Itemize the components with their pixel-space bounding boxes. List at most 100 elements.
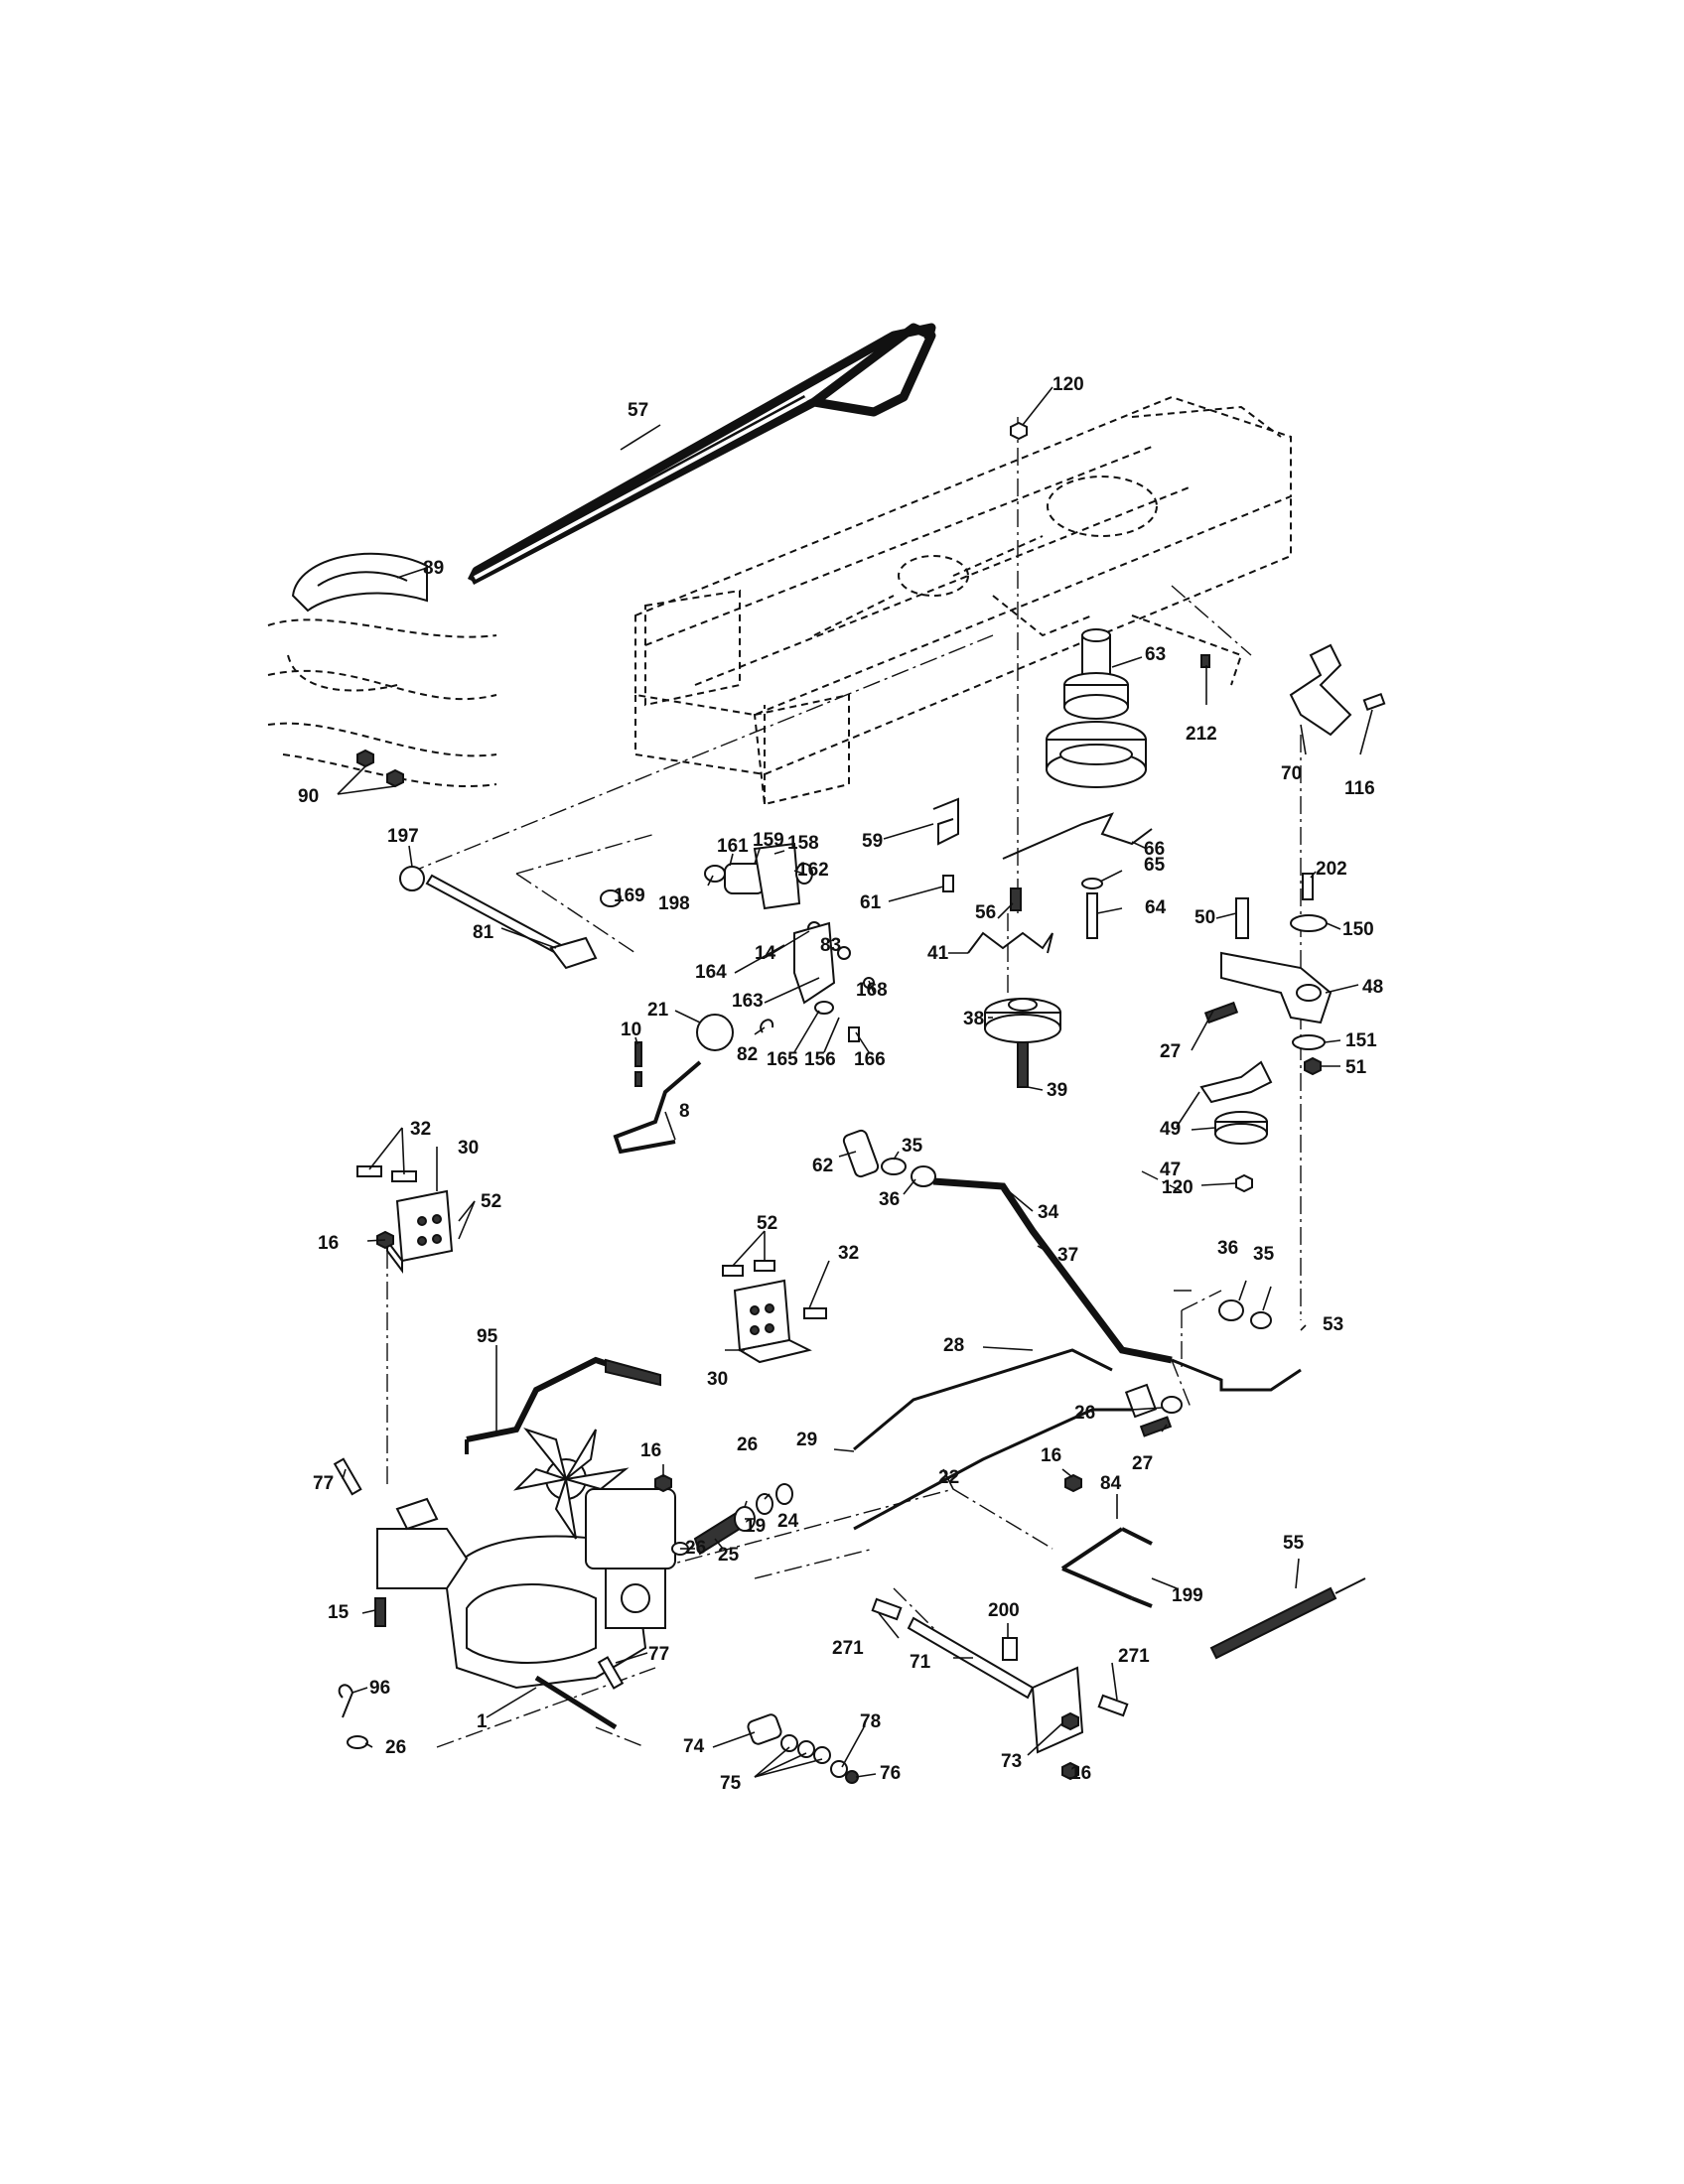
mounting-brackets xyxy=(356,1165,827,1364)
callout-26: 26 xyxy=(737,1434,758,1455)
callout-19: 19 xyxy=(745,1516,766,1537)
seat-pan xyxy=(291,552,428,613)
callout-116: 116 xyxy=(1344,778,1375,799)
callout-14: 14 xyxy=(755,943,776,964)
assembly-lines xyxy=(386,417,1302,1748)
callout-30: 30 xyxy=(458,1138,479,1159)
callout-64: 64 xyxy=(1145,897,1167,918)
callout-34: 34 xyxy=(1038,1202,1059,1223)
callout-16: 16 xyxy=(318,1233,339,1254)
callout-90: 90 xyxy=(298,786,319,807)
callout-27: 27 xyxy=(1160,1041,1181,1062)
callout-83: 83 xyxy=(820,935,841,956)
callout-56: 56 xyxy=(975,902,996,923)
callout-38: 38 xyxy=(963,1009,984,1029)
callout-198: 198 xyxy=(658,893,690,914)
callout-75: 75 xyxy=(720,1773,742,1794)
callout-32: 32 xyxy=(838,1243,859,1264)
pulley-63 xyxy=(1046,628,1147,788)
callout-77: 77 xyxy=(313,1473,334,1494)
callout-65: 65 xyxy=(1144,855,1166,876)
callout-48: 48 xyxy=(1362,977,1383,998)
callout-156: 156 xyxy=(804,1049,836,1070)
callout-22: 22 xyxy=(938,1467,959,1488)
callout-169: 169 xyxy=(614,886,645,906)
callout-28: 28 xyxy=(943,1335,964,1356)
leader-lines xyxy=(337,386,1373,1779)
rear-fender xyxy=(267,618,497,788)
callout-82: 82 xyxy=(737,1044,758,1065)
transaxle xyxy=(333,1427,676,1749)
drive-belt xyxy=(467,323,936,585)
callout-39: 39 xyxy=(1047,1080,1067,1101)
callout-24: 24 xyxy=(777,1511,799,1532)
callout-61: 61 xyxy=(860,892,882,913)
callout-95: 95 xyxy=(477,1326,498,1347)
callout-159: 159 xyxy=(753,830,784,851)
callout-21: 21 xyxy=(647,1000,669,1021)
callout-120: 120 xyxy=(1052,374,1084,395)
callout-35: 35 xyxy=(902,1136,923,1157)
callout-8: 8 xyxy=(679,1101,690,1122)
linkage-rods xyxy=(465,1129,1302,1531)
callout-150: 150 xyxy=(1342,919,1374,940)
callout-163: 163 xyxy=(732,991,764,1012)
callout-158: 158 xyxy=(787,833,819,854)
callout-161: 161 xyxy=(717,836,749,857)
callout-36: 36 xyxy=(1217,1238,1238,1259)
callout-49: 49 xyxy=(1160,1119,1181,1140)
callout-200: 200 xyxy=(988,1600,1020,1621)
callout-73: 73 xyxy=(1001,1751,1022,1772)
callout-66: 66 xyxy=(1144,839,1165,860)
callout-26: 26 xyxy=(1074,1403,1095,1424)
callout-84: 84 xyxy=(1100,1473,1122,1494)
callout-168: 168 xyxy=(856,980,888,1001)
callout-10: 10 xyxy=(621,1020,641,1040)
callout-63: 63 xyxy=(1145,644,1166,665)
callout-29: 29 xyxy=(796,1430,817,1450)
callout-30: 30 xyxy=(707,1369,728,1390)
callout-27: 27 xyxy=(1132,1453,1153,1474)
callout-16: 16 xyxy=(1041,1445,1061,1466)
callout-70: 70 xyxy=(1281,763,1302,784)
callout-labels: 57 120 89 63 212 70 116 90 197 59 66 161… xyxy=(298,374,1383,1794)
callout-16: 16 xyxy=(640,1440,661,1461)
callout-25: 25 xyxy=(718,1545,740,1566)
callout-16: 16 xyxy=(1070,1763,1091,1784)
callout-74: 74 xyxy=(683,1736,705,1757)
callout-50: 50 xyxy=(1194,907,1215,928)
callout-151: 151 xyxy=(1345,1030,1377,1051)
callout-77: 77 xyxy=(648,1644,669,1665)
callout-166: 166 xyxy=(854,1049,886,1070)
callout-271: 271 xyxy=(832,1638,864,1659)
callout-162: 162 xyxy=(797,860,829,881)
callout-59: 59 xyxy=(862,831,883,852)
callout-1: 1 xyxy=(477,1711,488,1732)
callout-37: 37 xyxy=(1057,1245,1078,1266)
callout-197: 197 xyxy=(387,826,419,847)
callout-81: 81 xyxy=(473,922,494,943)
callout-76: 76 xyxy=(880,1763,901,1784)
callout-55: 55 xyxy=(1283,1533,1305,1554)
callout-51: 51 xyxy=(1345,1057,1367,1078)
lever-assembly xyxy=(600,842,875,1155)
callout-36: 36 xyxy=(879,1189,900,1210)
hardware-parts xyxy=(356,421,1386,1193)
callout-199: 199 xyxy=(1172,1585,1203,1606)
callout-53: 53 xyxy=(1323,1314,1343,1335)
callout-62: 62 xyxy=(812,1156,833,1176)
chassis-frame xyxy=(634,395,1292,806)
callout-41: 41 xyxy=(927,943,949,964)
callout-47: 47 xyxy=(1160,1160,1181,1180)
callout-52: 52 xyxy=(757,1213,777,1234)
callout-71: 71 xyxy=(910,1652,931,1673)
callout-89: 89 xyxy=(423,558,444,579)
callout-35: 35 xyxy=(1253,1244,1275,1265)
lower-hardware xyxy=(747,1473,1366,1784)
callout-15: 15 xyxy=(328,1602,350,1623)
callout-164: 164 xyxy=(695,962,727,983)
callout-271: 271 xyxy=(1118,1646,1150,1667)
callout-165: 165 xyxy=(767,1049,798,1070)
callout-52: 52 xyxy=(481,1191,501,1212)
